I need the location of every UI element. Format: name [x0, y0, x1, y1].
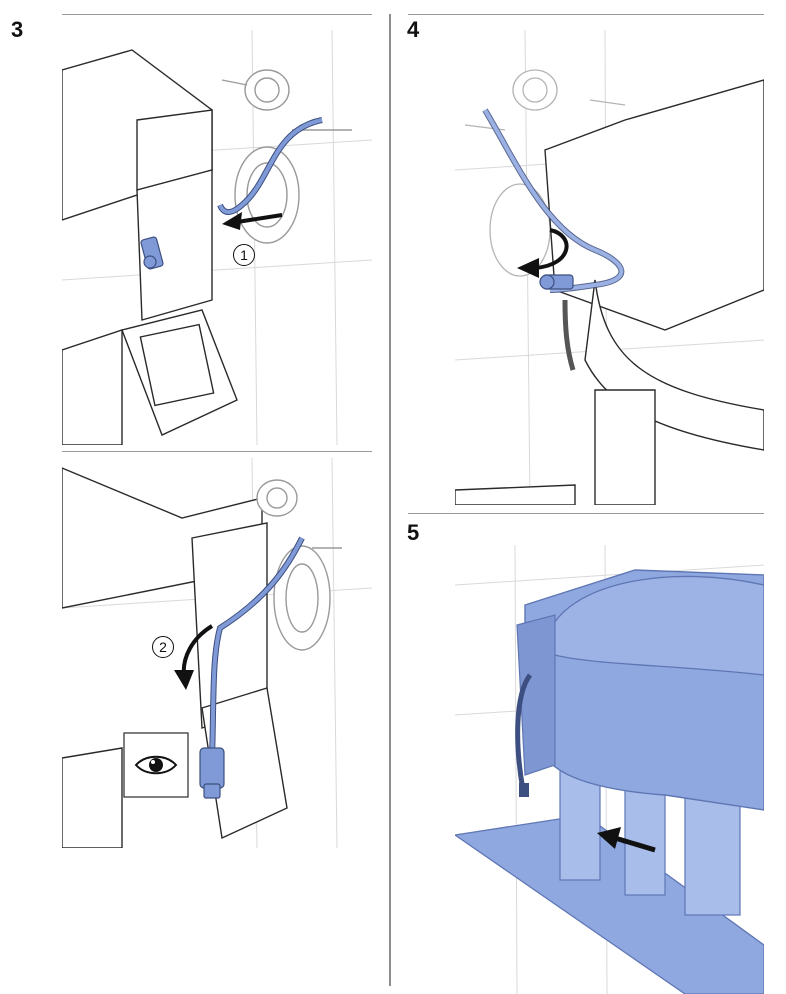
callout-1-circle: 1 — [233, 244, 255, 266]
illustration-step3-pull-hose: 1 — [62, 30, 372, 445]
callout-1-number: 1 — [240, 247, 248, 263]
illustration-step3-route-hose: 2 — [62, 458, 372, 848]
illustration-step4-route-hose-behind — [455, 30, 764, 505]
step-number-5: 5 — [407, 522, 419, 544]
step-number-4: 4 — [407, 19, 419, 41]
callout-2-number: 2 — [159, 639, 167, 655]
illustration-step5-slide-toilet — [455, 545, 764, 994]
top-rule-left — [62, 14, 372, 15]
mid-rule-left — [62, 451, 372, 452]
step-number-3: 3 — [11, 19, 23, 41]
callout-2-circle: 2 — [152, 636, 174, 658]
mid-rule-right — [408, 513, 764, 514]
column-divider — [389, 14, 391, 986]
eye-icon — [134, 753, 178, 777]
top-rule-right — [408, 14, 764, 15]
